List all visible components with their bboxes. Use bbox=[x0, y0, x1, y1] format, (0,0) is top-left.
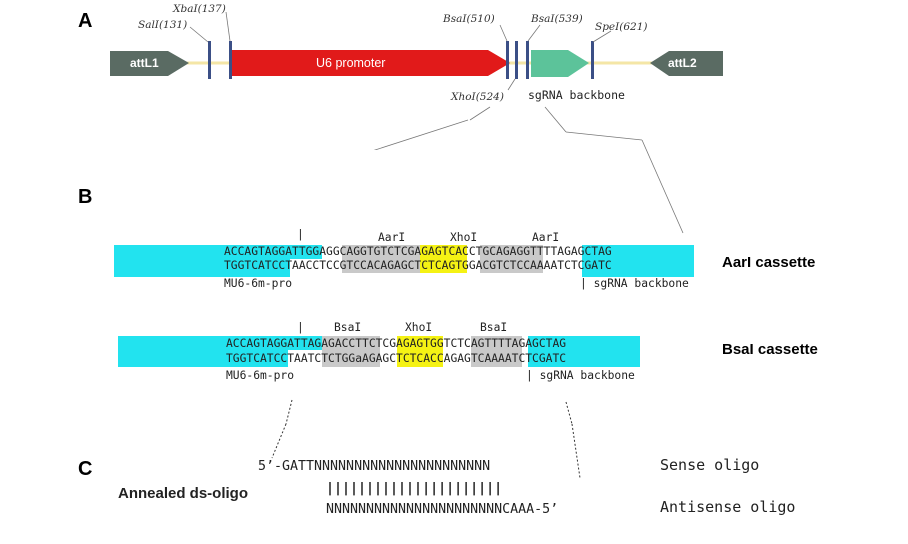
antisense-oligo-label: Antisense oligo bbox=[660, 498, 796, 516]
aari-gray-1 bbox=[342, 245, 420, 273]
bsai-enzyme-1: BsaI bbox=[334, 321, 362, 334]
sali-site-label: SalI(131) bbox=[138, 19, 188, 31]
aari-yellow-xhoi bbox=[420, 245, 467, 273]
bsai-junction-tick: | bbox=[297, 321, 304, 334]
bsai-539-site-bar bbox=[526, 41, 529, 79]
spei-site-label: SpeI(621) bbox=[595, 21, 648, 33]
bsai-510-site-label: BsaI(510) bbox=[443, 13, 495, 25]
xbai-site-label: XbaI(137) bbox=[173, 3, 226, 15]
base-pair-bars: |||||||||||||||||||||| bbox=[326, 481, 503, 496]
zoom-line-a5 bbox=[641, 139, 684, 234]
bsai-right-label: | sgRNA backbone bbox=[526, 369, 635, 382]
bsai-top-strand: ACCAGTAGGATTAGAGACCTTCTCGAGAGTGGTCTCAGTT… bbox=[226, 337, 567, 350]
aari-junction-tick: | bbox=[297, 228, 304, 241]
bsai-enzyme-2: BsaI bbox=[480, 321, 508, 334]
xhoi-site-label: XhoI(524) bbox=[451, 91, 504, 103]
aari-cyan-left bbox=[114, 245, 290, 277]
aari-right-label: | sgRNA backbone bbox=[580, 277, 689, 290]
bsai-539-leader bbox=[527, 24, 541, 42]
zoom-line-a2 bbox=[373, 119, 469, 150]
bsai-left-label: MU6-6m-pro bbox=[226, 369, 295, 382]
sgrna-backbone-label: sgRNA backbone bbox=[528, 88, 625, 102]
bsai-gray-2 bbox=[471, 336, 522, 367]
annealed-ds-oligo-label: Annealed ds-oligo bbox=[118, 485, 249, 502]
bsai-gray-1 bbox=[322, 336, 380, 367]
antisense-oligo-sequence: NNNNNNNNNNNNNNNNNNNNNNCAAA-5’ bbox=[326, 502, 559, 517]
aari-cyan-right bbox=[582, 245, 694, 277]
zoom-line-a4 bbox=[565, 131, 643, 141]
panel-label-a: A bbox=[78, 10, 93, 32]
aari-cassette-title: AarI cassette bbox=[722, 254, 816, 271]
attL2-label: attL2 bbox=[668, 56, 697, 70]
bsai-539-site-label: BsaI(539) bbox=[531, 13, 583, 25]
xbai-leader bbox=[225, 11, 231, 42]
attL1-label: attL1 bbox=[130, 56, 159, 70]
bsai-enzyme-xhoi: XhoI bbox=[405, 321, 433, 334]
aari-cyan-gatt bbox=[288, 245, 322, 259]
xhoi-leader bbox=[507, 78, 516, 91]
aari-enzyme-2: AarI bbox=[532, 231, 560, 244]
zoom-line-c1 bbox=[285, 399, 293, 425]
zoom-line-a3 bbox=[544, 106, 567, 133]
sense-oligo-label: Sense oligo bbox=[660, 456, 760, 474]
bsai-cassette-title: BsaI cassette bbox=[722, 341, 818, 358]
sense-oligo-sequence: 5’-GATTNNNNNNNNNNNNNNNNNNNNNN bbox=[258, 459, 491, 474]
bsai-510-site-bar bbox=[506, 41, 509, 79]
xhoi-site-bar bbox=[515, 41, 518, 79]
sali-leader bbox=[189, 26, 209, 43]
bsai-yellow-xhoi bbox=[397, 336, 443, 367]
zoom-line-c4 bbox=[571, 423, 581, 479]
bsai-cyan-gatt bbox=[288, 336, 322, 350]
aari-gray-2 bbox=[480, 245, 543, 273]
bsai-cyan-right bbox=[528, 336, 640, 367]
u6-promoter-arrow bbox=[231, 50, 510, 76]
vector-map bbox=[110, 11, 723, 150]
u6-promoter-label: U6 promoter bbox=[316, 56, 386, 70]
zoom-line-c3 bbox=[565, 401, 573, 425]
spei-site-bar bbox=[591, 41, 594, 79]
bsai-bottom-strand: TGGTCATCCTAATCTCTGGaAGAGCTCTCACCAGAGTCAA… bbox=[226, 352, 567, 365]
bsai-cyan-left bbox=[118, 336, 288, 367]
aari-top-strand: ACCAGTAGGATTGGAGGCAGGTGTCTCGAGAGTCACCTGC… bbox=[224, 245, 612, 258]
attL1-arrow bbox=[110, 51, 189, 76]
aari-left-label: MU6-6m-pro bbox=[224, 277, 293, 290]
attL2-arrow bbox=[650, 51, 723, 76]
sali-site-bar bbox=[208, 41, 211, 79]
aari-bottom-strand: TGGTCATCCTAACCTCCGTCCACAGAGCTCTCAGTGGACG… bbox=[224, 259, 612, 272]
spei-leader bbox=[592, 30, 612, 43]
sgrna-backbone-arrow bbox=[531, 50, 589, 77]
zoom-line-c2 bbox=[271, 423, 287, 459]
aari-enzyme-1: AarI bbox=[378, 231, 406, 244]
bsai-510-leader bbox=[499, 24, 508, 42]
panel-label-c: C bbox=[78, 458, 93, 480]
xbai-site-bar bbox=[229, 41, 232, 79]
zoom-line-a1 bbox=[469, 106, 491, 121]
aari-enzyme-xhoi: XhoI bbox=[450, 231, 478, 244]
panel-label-b: B bbox=[78, 186, 93, 208]
